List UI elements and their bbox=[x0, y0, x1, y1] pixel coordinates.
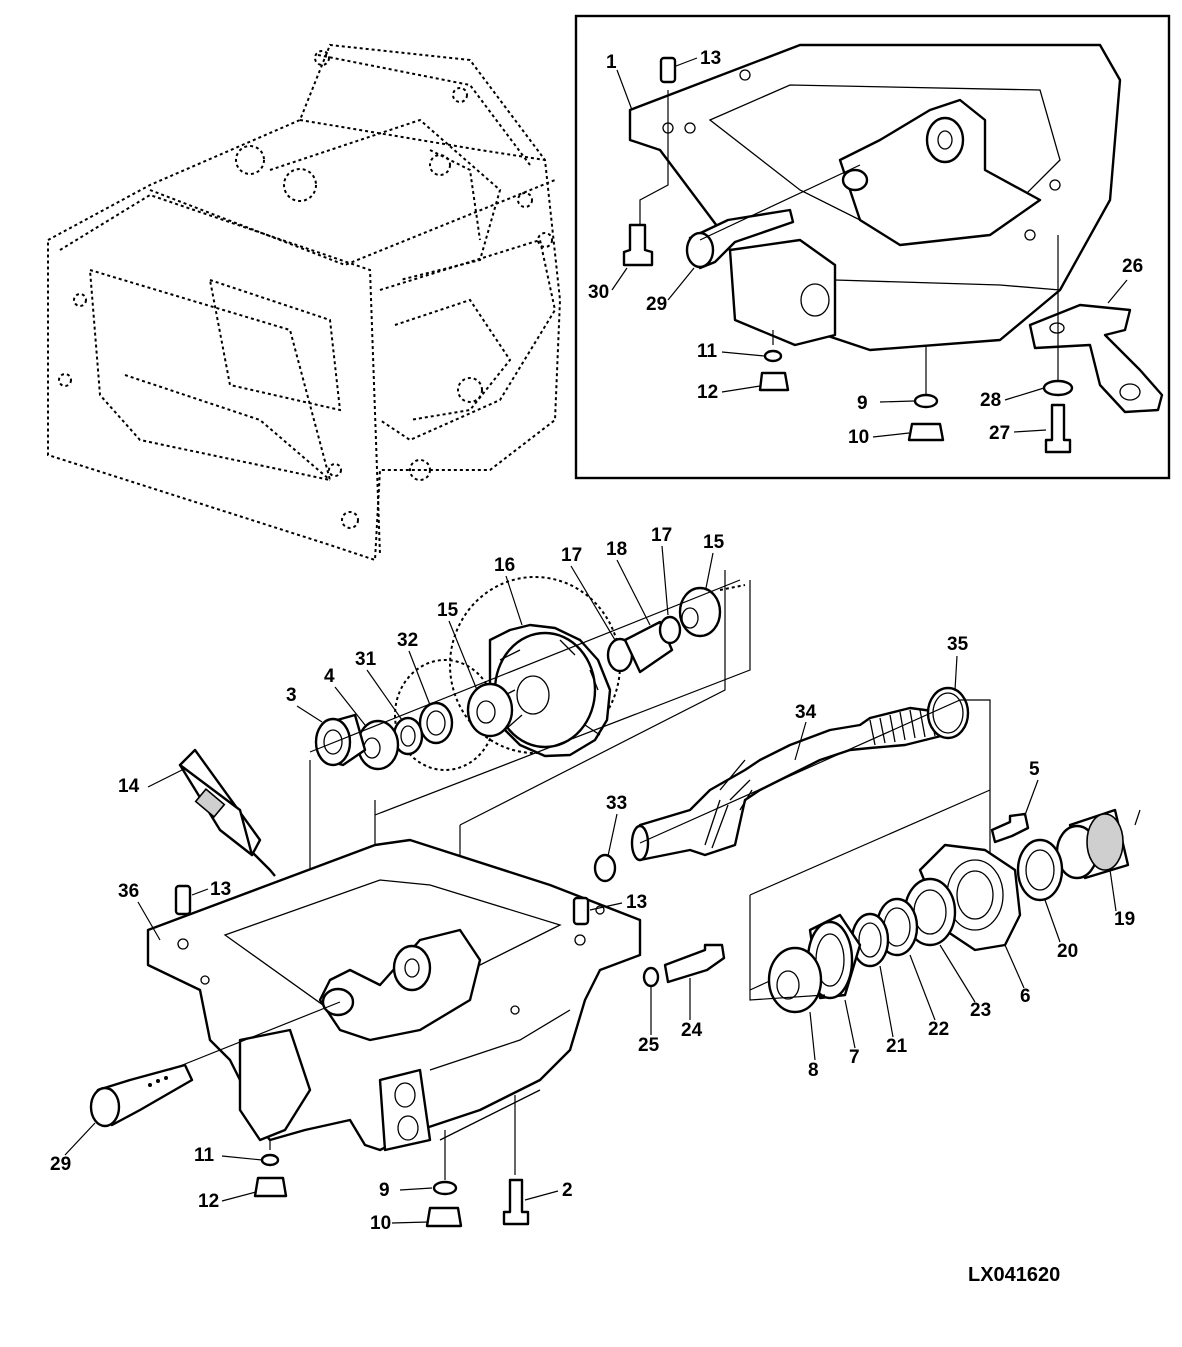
callout-label: 1 bbox=[606, 52, 617, 73]
callout-label: 10 bbox=[848, 427, 869, 448]
callout-label: 14 bbox=[118, 776, 140, 797]
callout-labels: 1 13 30 29 26 11 12 9 28 10 27 16 17 18 … bbox=[50, 48, 1143, 1286]
callout-label: 17 bbox=[651, 525, 672, 546]
leader-lines bbox=[64, 57, 1128, 1224]
callout-label: 22 bbox=[928, 1019, 949, 1040]
output-shaft bbox=[593, 686, 991, 991]
main-housing bbox=[146, 748, 642, 1152]
callout-label: 36 bbox=[118, 881, 139, 902]
callout-label: 32 bbox=[397, 630, 418, 651]
bolt-24 bbox=[642, 943, 726, 988]
callout-label: 13 bbox=[210, 879, 231, 900]
callout-label: 35 bbox=[947, 634, 969, 655]
callout-label: 16 bbox=[494, 555, 515, 576]
pivot-pin bbox=[89, 1001, 341, 1128]
bearing-stack bbox=[749, 789, 1141, 1014]
callout-label: 11 bbox=[697, 341, 718, 362]
callout-label: 29 bbox=[646, 294, 667, 315]
figure-code: LX041620 bbox=[968, 1264, 1060, 1286]
callout-label: 33 bbox=[606, 793, 627, 814]
callout-label: 20 bbox=[1057, 941, 1078, 962]
callout-label: 19 bbox=[1114, 909, 1135, 930]
callout-label: 23 bbox=[970, 1000, 991, 1021]
callout-label: 27 bbox=[989, 423, 1010, 444]
callout-label: 11 bbox=[194, 1145, 215, 1166]
callout-label: 10 bbox=[370, 1213, 391, 1234]
callout-label: 13 bbox=[700, 48, 721, 69]
callout-label: 28 bbox=[980, 390, 1001, 411]
callout-label: 4 bbox=[324, 666, 335, 687]
callout-label: 9 bbox=[857, 393, 868, 414]
gear-assembly bbox=[309, 570, 751, 990]
callout-label: 15 bbox=[703, 532, 725, 553]
callout-label: 6 bbox=[1020, 986, 1031, 1007]
callout-label: 8 bbox=[808, 1060, 819, 1081]
callout-label: 30 bbox=[588, 282, 609, 303]
callout-label: 2 bbox=[562, 1180, 573, 1201]
callout-label: 5 bbox=[1029, 759, 1040, 780]
transmission-housing-outline bbox=[47, 43, 562, 562]
callout-label: 25 bbox=[638, 1035, 660, 1056]
callout-label: 15 bbox=[437, 600, 459, 621]
callout-label: 26 bbox=[1122, 256, 1143, 277]
callout-label: 12 bbox=[697, 382, 718, 403]
callout-label: 13 bbox=[626, 892, 647, 913]
detail-inset bbox=[574, 14, 1171, 480]
callout-label: 18 bbox=[606, 539, 627, 560]
callout-label: 7 bbox=[849, 1047, 860, 1068]
callout-label: 3 bbox=[286, 685, 297, 706]
callout-label: 34 bbox=[795, 702, 817, 723]
callout-label: 29 bbox=[50, 1154, 71, 1175]
callout-label: 24 bbox=[681, 1020, 703, 1041]
callout-label: 21 bbox=[886, 1036, 908, 1057]
callout-label: 9 bbox=[379, 1180, 390, 1201]
callout-label: 17 bbox=[561, 545, 582, 566]
callout-label: 31 bbox=[355, 649, 377, 670]
callout-label: 12 bbox=[198, 1191, 219, 1212]
drain-parts bbox=[253, 1095, 530, 1228]
